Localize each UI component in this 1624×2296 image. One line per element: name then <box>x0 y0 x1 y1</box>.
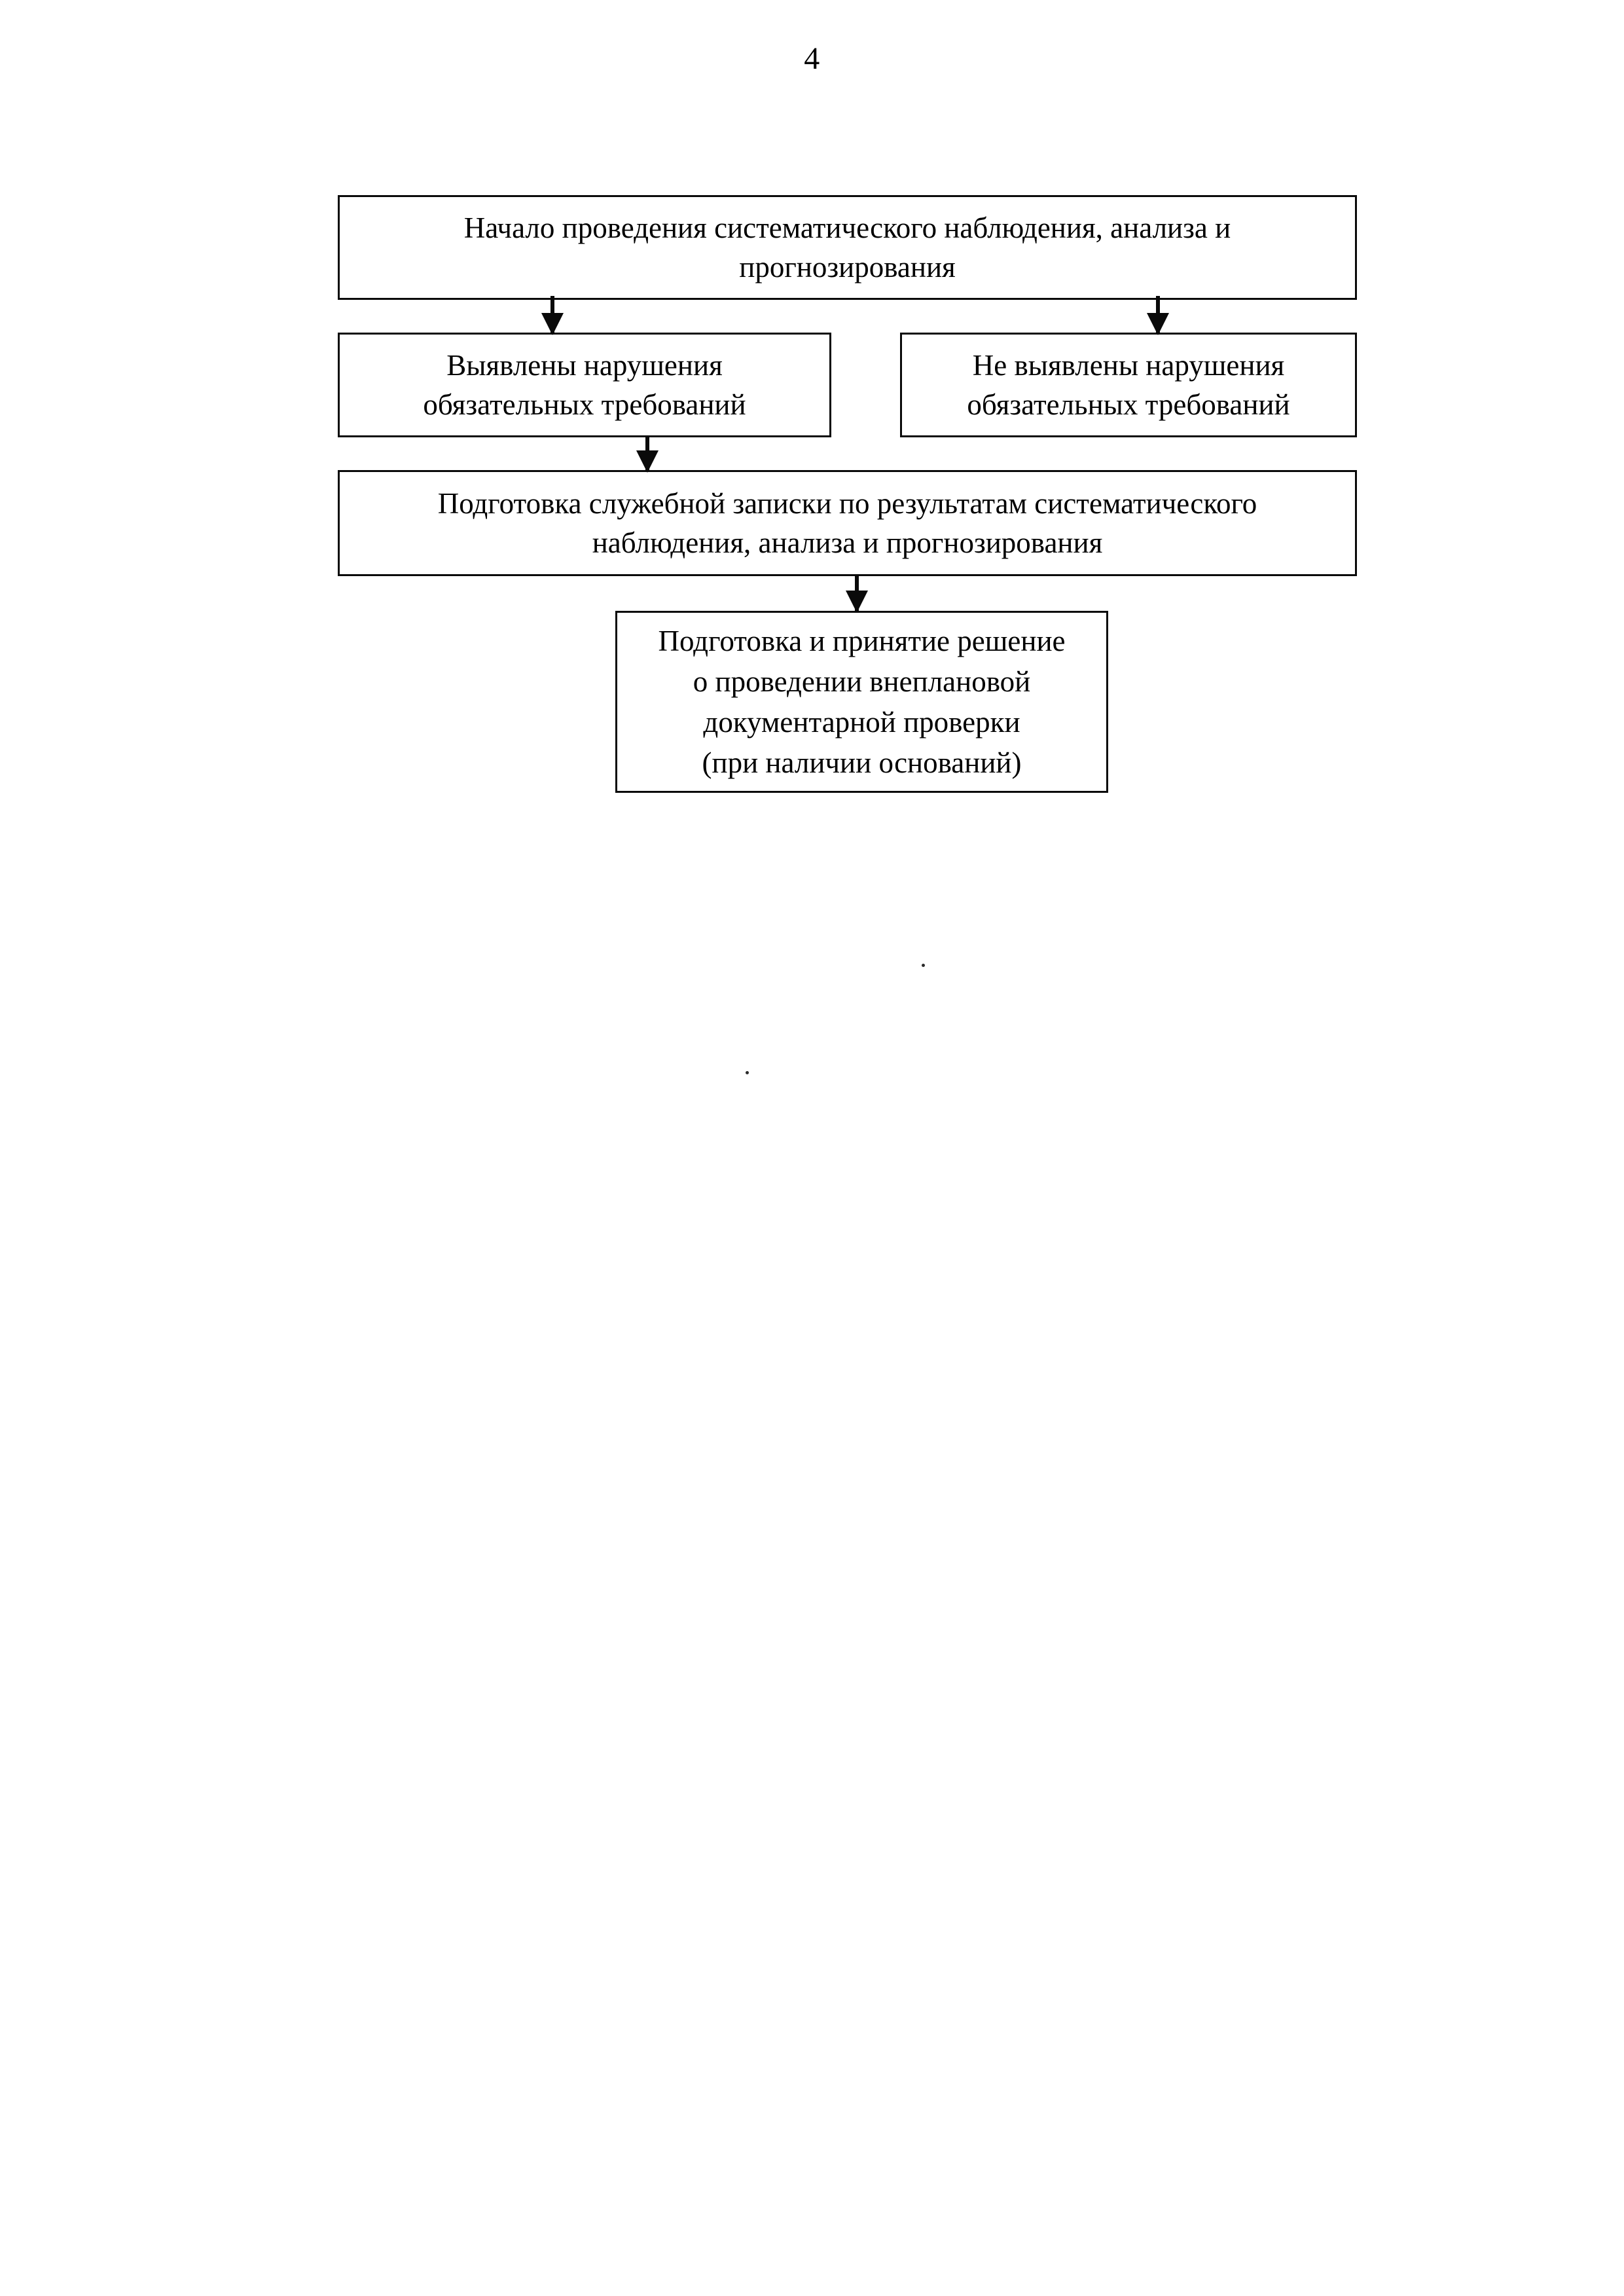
flowchart-node-start: Начало проведения систематического наблю… <box>338 195 1357 300</box>
arrow-down-icon-start-to-no-violations <box>1156 296 1160 334</box>
node-violations-line-2: обязательных требований <box>423 388 746 421</box>
node-memo-line-1: Подготовка служебной записки по результа… <box>437 487 1257 520</box>
arrow-down-icon-violations-to-memo <box>645 436 649 471</box>
node-decision-line-1: Подготовка и принятие решение <box>658 625 1066 657</box>
node-decision-line-2: о проведении внеплановой <box>693 665 1031 698</box>
flowchart-node-decision: Подготовка и принятие решение о проведен… <box>615 611 1108 793</box>
scan-speckle <box>746 1071 749 1074</box>
flowchart-node-memo: Подготовка служебной записки по результа… <box>338 470 1357 576</box>
node-start-line-2: прогнозирования <box>739 251 956 283</box>
node-no-violations-line-1: Не выявлены нарушения <box>972 349 1285 382</box>
node-no-violations-line-2: обязательных требований <box>967 388 1290 421</box>
node-memo-line-2: наблюдения, анализа и прогнозирования <box>592 526 1103 559</box>
flowchart-node-no-violations: Не выявлены нарушения обязательных требо… <box>900 333 1357 437</box>
scan-speckle <box>922 964 925 967</box>
arrow-down-icon-start-to-violations <box>550 296 554 334</box>
flowchart-node-violations: Выявлены нарушения обязательных требован… <box>338 333 831 437</box>
page-number: 4 <box>804 41 820 76</box>
node-violations-line-1: Выявлены нарушения <box>446 349 723 382</box>
node-start-line-1: Начало проведения систематического наблю… <box>463 211 1231 244</box>
node-decision-line-3: документарной проверки <box>703 706 1020 738</box>
node-decision-line-4: (при наличии оснований) <box>702 746 1022 779</box>
arrow-down-icon-memo-to-decision <box>855 575 859 611</box>
